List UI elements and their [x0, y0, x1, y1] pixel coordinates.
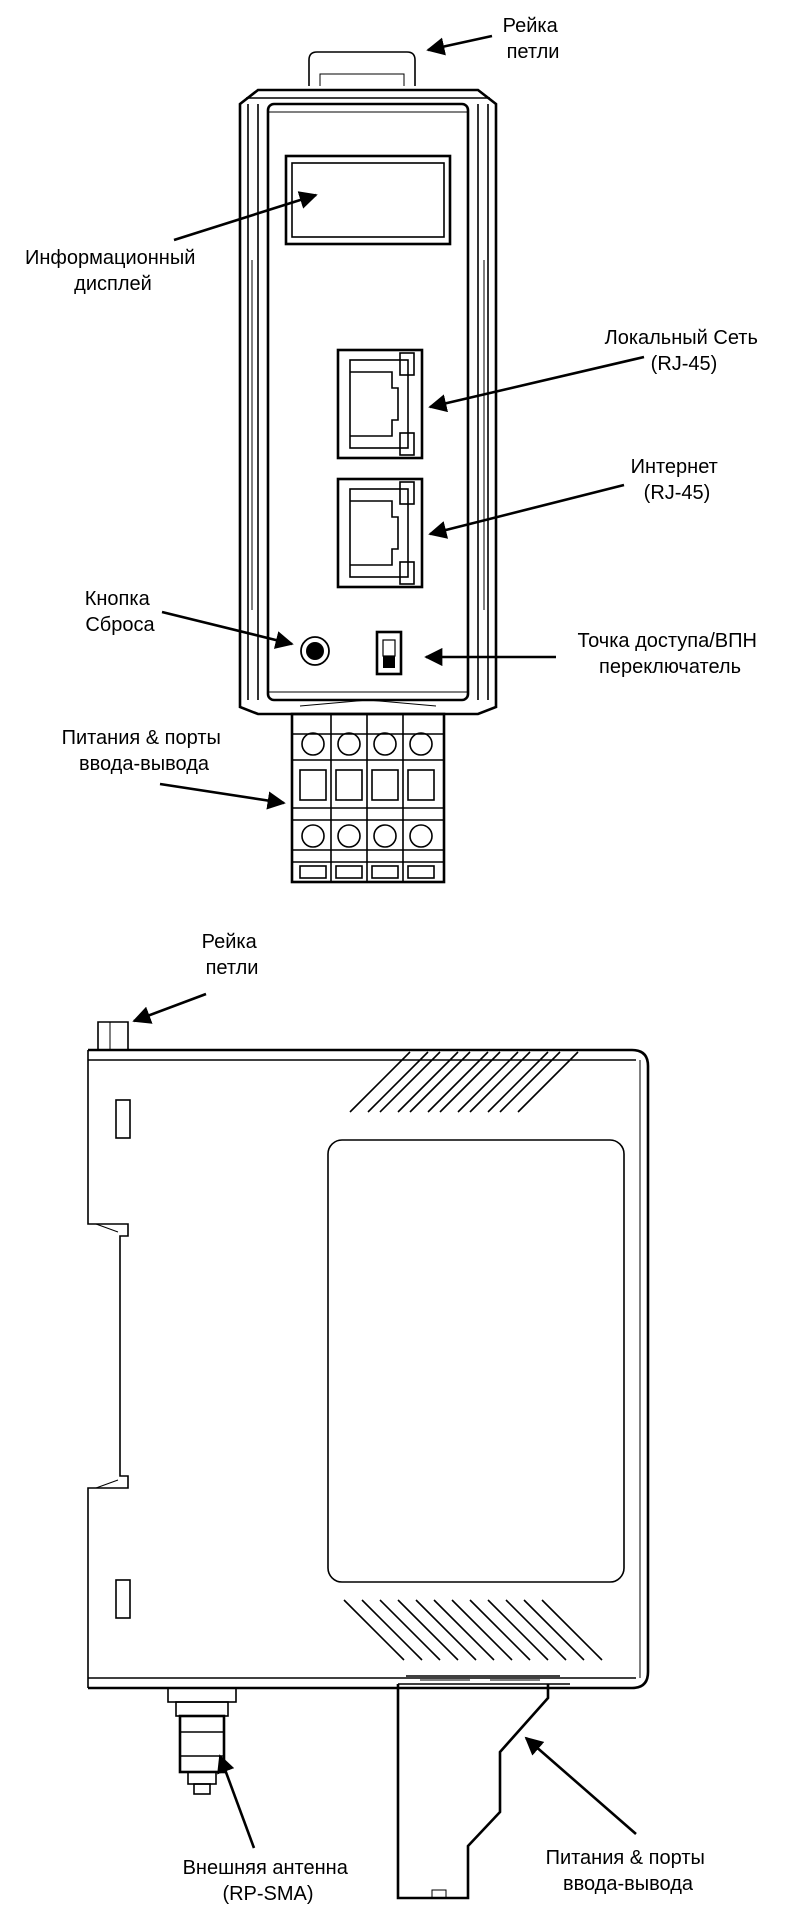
side-upper-slot [115, 1099, 131, 1139]
front-hanger-rail-tab [308, 51, 416, 86]
side-housing [87, 1048, 650, 1690]
front-housing [238, 88, 498, 716]
internet-port-arrow [428, 483, 625, 539]
side-power-io-label: Питания & порты ввода-вывода [546, 1847, 711, 1895]
terminal-foot-row [299, 865, 435, 879]
front-power-io-label: Питания & порты ввода-вывода [62, 727, 227, 775]
front-terminal-block[interactable] [290, 712, 446, 884]
ap-vpn-switch-label: Точка доступа/ВПН переключатель [577, 630, 762, 678]
side-power-io-arrow [524, 1736, 637, 1835]
reset-button[interactable] [300, 636, 330, 666]
info-display-arrow [173, 191, 318, 242]
side-lower-slot [115, 1579, 131, 1619]
front-view: Рейка петли Информационный дисплей Локал… [25, 15, 764, 884]
front-power-io-arrow [159, 782, 286, 810]
reset-button-arrow [161, 610, 294, 649]
internet-rj45-port[interactable] [336, 477, 424, 589]
side-hanger-rail-label: Рейка петли [202, 931, 263, 979]
lan-rj45-port[interactable] [336, 348, 424, 460]
side-view: Рейка петли Внешняя антенна (RP-SMA) Пит… [87, 931, 711, 1905]
external-antenna-label: Внешняя антенна (RP-SMA) [183, 1857, 354, 1905]
side-hanger-rail-tab [97, 1021, 129, 1049]
front-hanger-rail-arrow [426, 34, 493, 56]
lan-port-label: Локальный Сеть (RJ-45) [605, 327, 764, 375]
side-upper-vents [349, 1051, 579, 1113]
front-hanger-rail-label: Рейка петли [503, 15, 564, 63]
terminal-screw-row-bottom [301, 824, 433, 848]
internet-port-label: Интернет (RJ-45) [631, 456, 724, 504]
terminal-screw-row-top [301, 732, 433, 756]
info-display [284, 154, 452, 246]
lan-port-arrow [428, 355, 645, 413]
side-hanger-rail-arrow [132, 992, 207, 1024]
info-display-label: Информационный дисплей [25, 247, 201, 295]
reset-button-label: Кнопка Сброса [85, 588, 156, 636]
rp-sma-antenna-connector[interactable] [167, 1687, 237, 1795]
side-label-panel [327, 1139, 625, 1583]
side-terminal-block[interactable] [396, 1675, 570, 1900]
side-lower-vents [343, 1599, 603, 1661]
external-antenna-arrow [217, 1754, 256, 1849]
ap-vpn-switch[interactable] [375, 630, 403, 676]
terminal-slot-row [299, 769, 435, 801]
